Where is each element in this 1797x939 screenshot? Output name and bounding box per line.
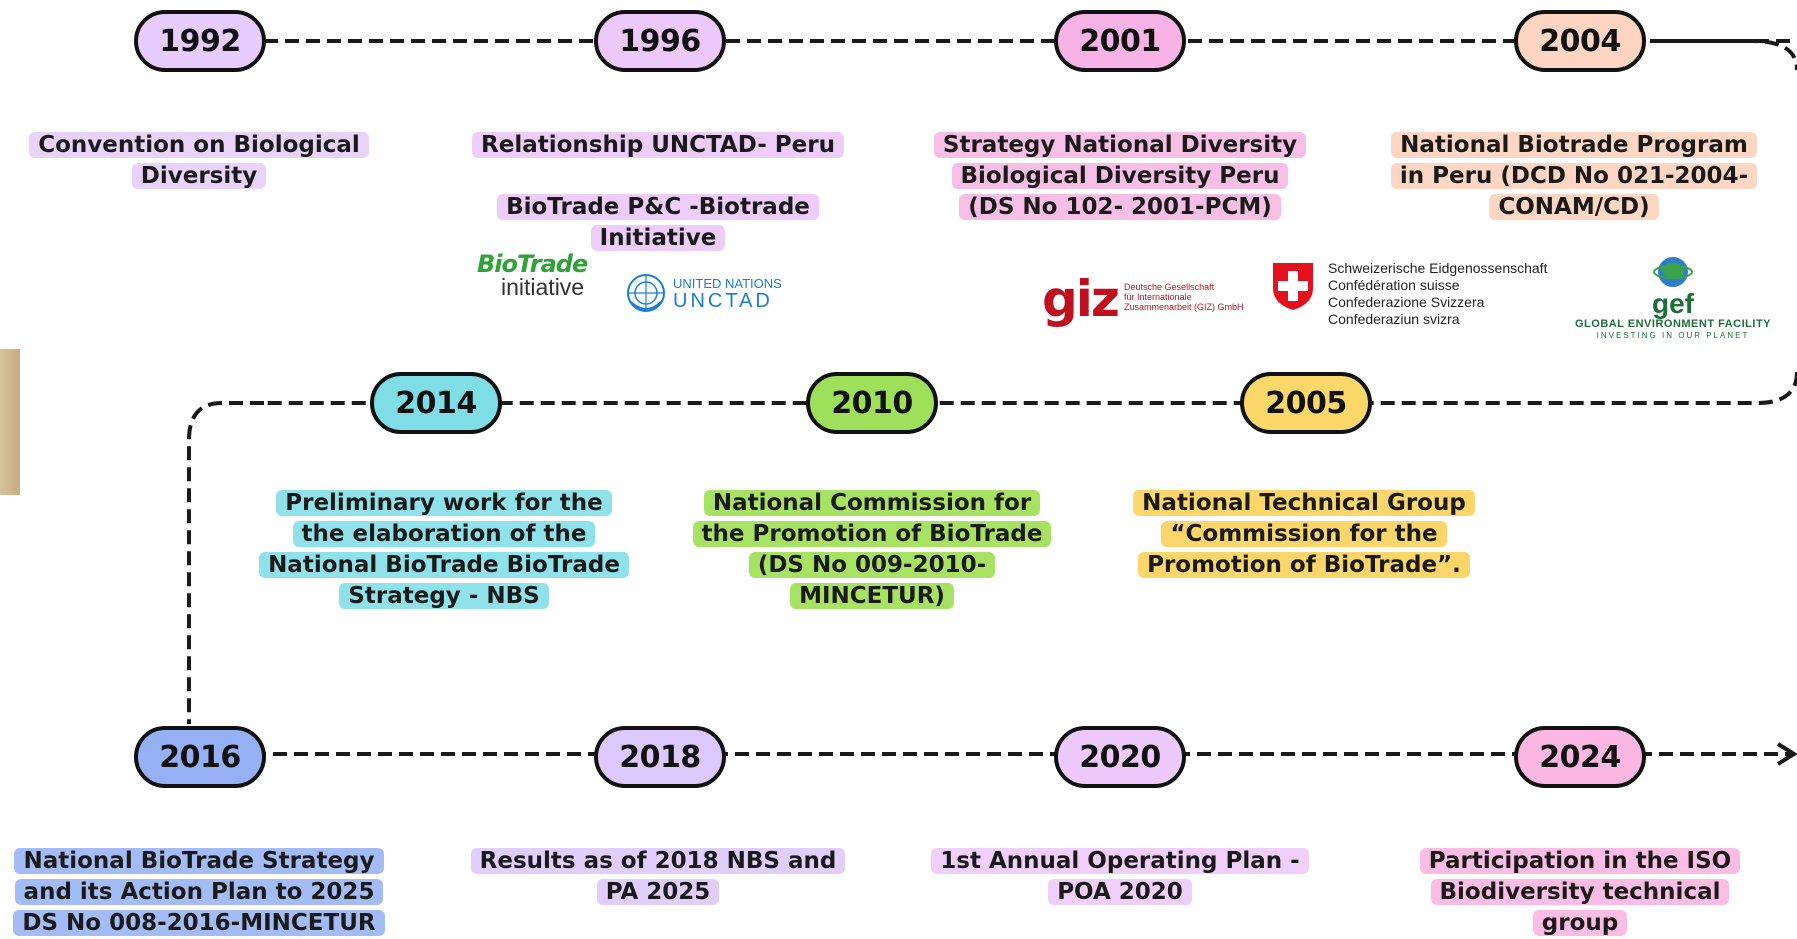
biotrade-initiative-logo: BioTrade initiative <box>477 250 588 300</box>
caption-line <box>649 163 667 189</box>
year-pill-2001: 2001 <box>1054 10 1186 72</box>
giz-logo: giz Deutsche Gesellschaft für Internatio… <box>1042 270 1244 328</box>
swiss-cross-icon <box>1273 263 1313 310</box>
caption-line: POA 2020 <box>1048 879 1192 905</box>
caption-line: Participation in the ISO <box>1419 848 1741 874</box>
milestone-caption-2005: National Technical Group “Commission for … <box>1074 488 1534 581</box>
milestone-caption-2018: Results as of 2018 NBS and PA 2025 <box>428 846 888 908</box>
caption-line: National Commission for <box>703 490 1041 516</box>
gef-logo: gef GLOBAL ENVIRONMENT FACILITY INVESTIN… <box>1570 254 1776 341</box>
year-pill-2004: 2004 <box>1514 10 1646 72</box>
caption-line: “Commission for the <box>1161 521 1447 547</box>
year-pill-2005: 2005 <box>1240 372 1372 434</box>
caption-line: Strategy - NBS <box>339 583 549 609</box>
year-pill-2018: 2018 <box>594 726 726 788</box>
year-pill-2014: 2014 <box>370 372 502 434</box>
caption-line: and its Action Plan to 2025 <box>14 879 384 905</box>
milestone-caption-2004: National Biotrade Program in Peru (DCD No… <box>1344 130 1797 223</box>
caption-line: Convention on Biological <box>29 132 369 158</box>
caption-line: Preliminary work for the <box>276 490 612 516</box>
caption-line: (DS No 102- 2001-PCM) <box>959 194 1281 220</box>
caption-line: Biological Diversity Peru <box>951 163 1289 189</box>
caption-line: National BioTrade Strategy <box>14 848 384 874</box>
caption-line: National BioTrade BioTrade <box>259 552 629 578</box>
year-pill-2020: 2020 <box>1054 726 1186 788</box>
milestone-caption-2024: Participation in the ISO Biodiversity tec… <box>1350 846 1797 939</box>
globe-icon <box>1653 257 1693 287</box>
un-emblem-icon <box>627 274 665 312</box>
side-photo-fragment <box>0 349 20 495</box>
year-pill-1996: 1996 <box>594 10 726 72</box>
year-pill-2024: 2024 <box>1514 726 1646 788</box>
caption-line: PA 2025 <box>596 879 720 905</box>
caption-line: MINCETUR) <box>790 583 954 609</box>
caption-line: Strategy National Diversity <box>933 132 1307 158</box>
year-pill-2010: 2010 <box>806 372 938 434</box>
caption-line: National Technical Group <box>1133 490 1475 516</box>
caption-line: CONAM/CD) <box>1489 194 1659 220</box>
caption-line: Biodiversity technical <box>1430 879 1730 905</box>
caption-line: Promotion of BioTrade”. <box>1138 552 1470 578</box>
caption-line: Relationship UNCTAD- Peru <box>472 132 844 158</box>
year-pill-1992: 1992 <box>134 10 266 72</box>
milestone-caption-2014: Preliminary work for the the elaboration … <box>214 488 674 612</box>
caption-line: in Peru (DCD No 021-2004- <box>1390 163 1758 189</box>
caption-line: group <box>1532 910 1628 936</box>
caption-line: (DS No 009-2010- <box>748 552 996 578</box>
caption-line: BioTrade P&C -Biotrade <box>497 194 819 220</box>
caption-line: the Promotion of BioTrade <box>692 521 1052 547</box>
caption-line: Diversity <box>131 163 267 189</box>
milestone-caption-2010: National Commission for the Promotion of … <box>642 488 1102 612</box>
year-pill-2016: 2016 <box>134 726 266 788</box>
swiss-confederation-logo: Schweizerische Eidgenossenschaft Confédé… <box>1270 260 1547 328</box>
caption-line: Initiative <box>590 225 726 251</box>
milestone-caption-2016: National BioTrade Strategy and its Action… <box>0 846 429 939</box>
caption-line: National Biotrade Program <box>1391 132 1757 158</box>
caption-line: DS No 008-2016-MINCETUR <box>13 910 385 936</box>
caption-line: 1st Annual Operating Plan - <box>931 848 1309 874</box>
caption-line: Results as of 2018 NBS and <box>470 848 846 874</box>
caption-line: the elaboration of the <box>292 521 596 547</box>
milestone-caption-2020: 1st Annual Operating Plan - POA 2020 <box>890 846 1350 908</box>
un-unctad-logo: UNITED NATIONS UNCTAD <box>625 272 782 314</box>
